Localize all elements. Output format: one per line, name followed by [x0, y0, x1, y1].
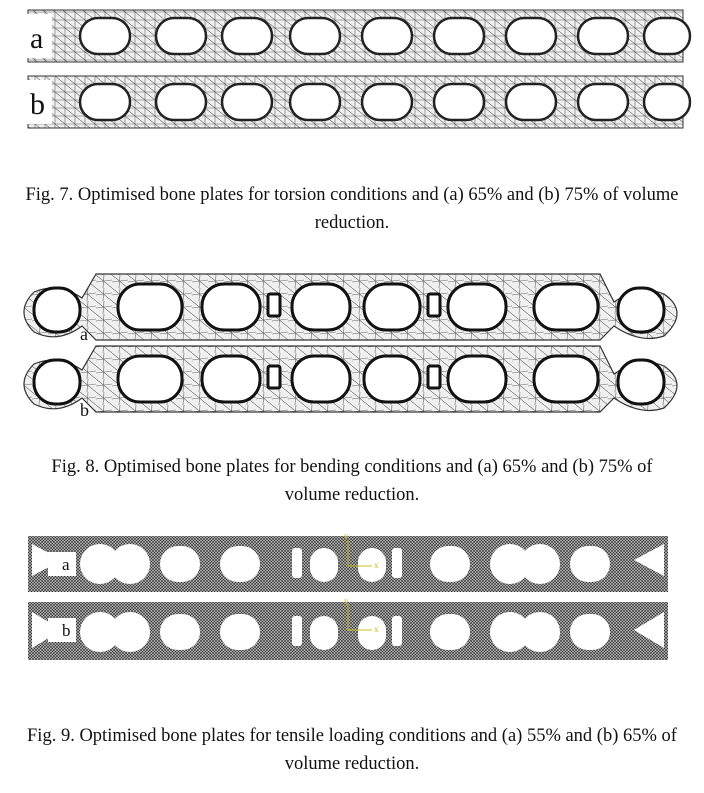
fig7-plate-a: a [26, 9, 692, 63]
fig9-a-axis-x-label: x [374, 560, 379, 570]
fig7-panel-b-label: b [30, 88, 45, 121]
fig9-plate-b: b y x [28, 596, 668, 660]
fig9-image: a y x b [28, 531, 668, 660]
fig7-image: a b [26, 9, 692, 129]
fig8-image: a b [23, 273, 678, 420]
fig8-panel-b-label: b [80, 400, 89, 420]
fig9-plate-a: a y x [28, 531, 668, 592]
fig9-b-axis-marker [347, 604, 372, 631]
fig8-plate-b: b [23, 345, 678, 420]
fig9-b-axis-x-label: x [374, 624, 379, 634]
fig9-panel-a-label: a [62, 555, 70, 574]
fig8-panel-a-label: a [80, 324, 88, 344]
fig9-a-axis-y-label: y [344, 531, 349, 541]
fig8-plate-a: a [23, 273, 678, 344]
fig7-plate-b: b [26, 75, 692, 129]
fig9-a-axis-marker [347, 540, 372, 567]
fig9-b-axis-y-label: y [344, 596, 349, 606]
fig7-caption: Fig. 7. Optimised bone plates for torsio… [25, 185, 679, 233]
fig9-panel-b-label: b [62, 621, 71, 640]
fig7-panel-a-label: a [30, 22, 43, 55]
fig8-caption: Fig. 8. Optimised bone plates for bendin… [51, 457, 653, 505]
fig9-caption: Fig. 9. Optimised bone plates for tensil… [27, 726, 677, 774]
